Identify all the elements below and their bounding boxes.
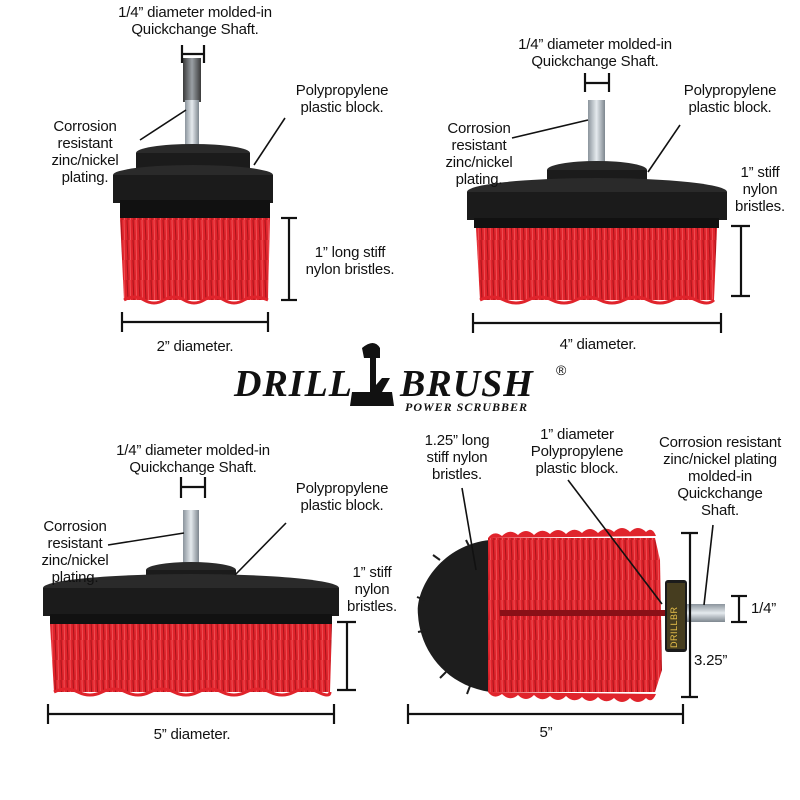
logo-tagline: POWER SCRUBBER	[405, 400, 529, 414]
logo-word-brush: BRUSH	[400, 363, 534, 405]
brush-4in	[467, 73, 750, 333]
brush-2in-bristles-label: 1” long stiff nylon bristles.	[305, 244, 395, 278]
brush-2in-shaft-label: 1/4” diameter molded-in Quickchange Shaf…	[118, 4, 272, 38]
brush-5in-plating-label: Corrosion resistant zinc/nickel plating.	[41, 518, 109, 586]
brush-2in-block-label: Polypropylene plastic block.	[295, 82, 389, 116]
brush-5in-bristles-label: 1” stiff nylon bristles.	[347, 564, 397, 615]
brush-round-shaft-label: Corrosion resistant zinc/nickel plating …	[658, 434, 782, 519]
brush-5in	[43, 477, 356, 724]
registered-mark: ®	[556, 362, 567, 378]
brush-2in-diameter-label: 2” diameter.	[156, 338, 234, 355]
brush-4in-block-label: Polypropylene plastic block.	[683, 82, 777, 116]
brush-5in-diameter-label: 5” diameter.	[153, 726, 231, 743]
brush-2in-plating-label: Corrosion resistant zinc/nickel plating.	[51, 118, 119, 186]
brush-4in-shaft-label: 1/4” diameter molded-in Quickchange Shaf…	[518, 36, 672, 70]
brush-round-block-label: 1” diameter Polypropylene plastic block.	[530, 426, 624, 477]
brush-2in	[113, 45, 297, 332]
brush-4in-diameter-label: 4” diameter.	[559, 336, 637, 353]
brush-5in-block-label: Polypropylene plastic block.	[295, 480, 389, 514]
brush-round-length-label: 5”	[539, 724, 553, 741]
brush-round-handle-text: DRILLBR	[669, 606, 679, 648]
brush-round-shaft-size-label: 1/4”	[751, 600, 777, 617]
logo-word-drill: DRILL	[234, 363, 353, 405]
brush-4in-bristles-label: 1” stiff nylon bristles.	[735, 164, 785, 215]
brush-round	[406, 479, 747, 724]
brush-round-height-label: 3.25”	[694, 652, 728, 669]
brush-round-bristles-label: 1.25” long stiff nylon bristles.	[424, 432, 490, 483]
brush-4in-plating-label: Corrosion resistant zinc/nickel plating.	[445, 120, 513, 188]
logo-icon	[350, 343, 394, 406]
brush-5in-shaft-label: 1/4” diameter molded-in Quickchange Shaf…	[116, 442, 270, 476]
